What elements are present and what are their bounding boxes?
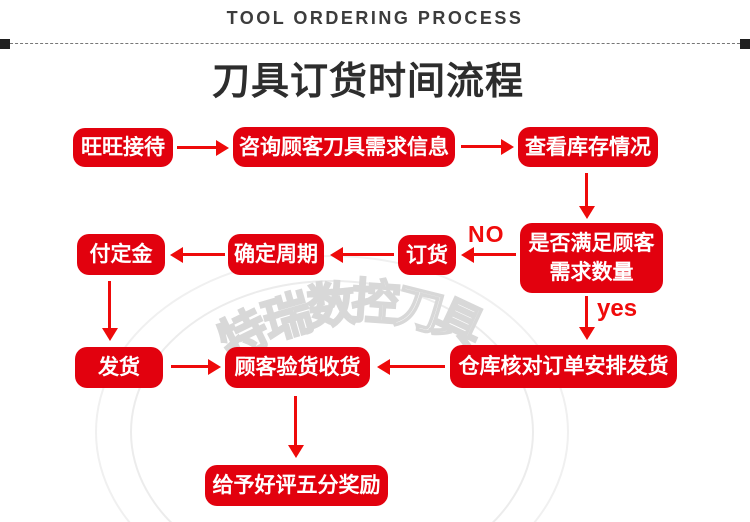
node-confirm-cycle: 确定周期 [228, 234, 324, 275]
arrow-right-icon [177, 140, 229, 156]
english-subtitle: TOOL ORDERING PROCESS [226, 8, 524, 28]
branch-label-no: NO [468, 221, 505, 247]
node-pay-deposit: 付定金 [77, 234, 165, 275]
node-warehouse-arrange: 仓库核对订单安排发货 [450, 345, 677, 388]
node-wangwang-reception: 旺旺接待 [73, 128, 173, 167]
arrow-right-icon [461, 139, 514, 155]
node-decision-stock-enough: 是否满足顾客 需求数量 [520, 223, 663, 293]
node-inquiry-demand: 咨询顾客刀具需求信息 [233, 127, 455, 167]
node-place-order: 订货 [398, 235, 456, 275]
arrow-down-icon [288, 396, 304, 458]
arrow-down-icon [579, 296, 595, 340]
arrow-down-icon [579, 173, 595, 219]
divider-endcap-left [0, 39, 10, 49]
arrow-right-icon [171, 359, 221, 375]
arrow-down-icon [102, 281, 118, 341]
arrow-left-icon [377, 359, 445, 375]
branch-label-yes: yes [597, 295, 638, 322]
arrow-left-icon [461, 247, 516, 263]
divider-endcap-right [740, 39, 750, 49]
page-title: 刀具订货时间流程 [211, 61, 524, 103]
node-give-praise-reward: 给予好评五分奖励 [205, 465, 388, 506]
node-check-stock: 查看库存情况 [518, 127, 658, 167]
arrow-left-icon [170, 247, 225, 263]
arrow-left-icon [330, 247, 394, 263]
node-customer-inspect: 顾客验货收货 [225, 347, 370, 388]
dashed-divider [0, 43, 750, 44]
node-ship-goods: 发货 [75, 347, 163, 388]
